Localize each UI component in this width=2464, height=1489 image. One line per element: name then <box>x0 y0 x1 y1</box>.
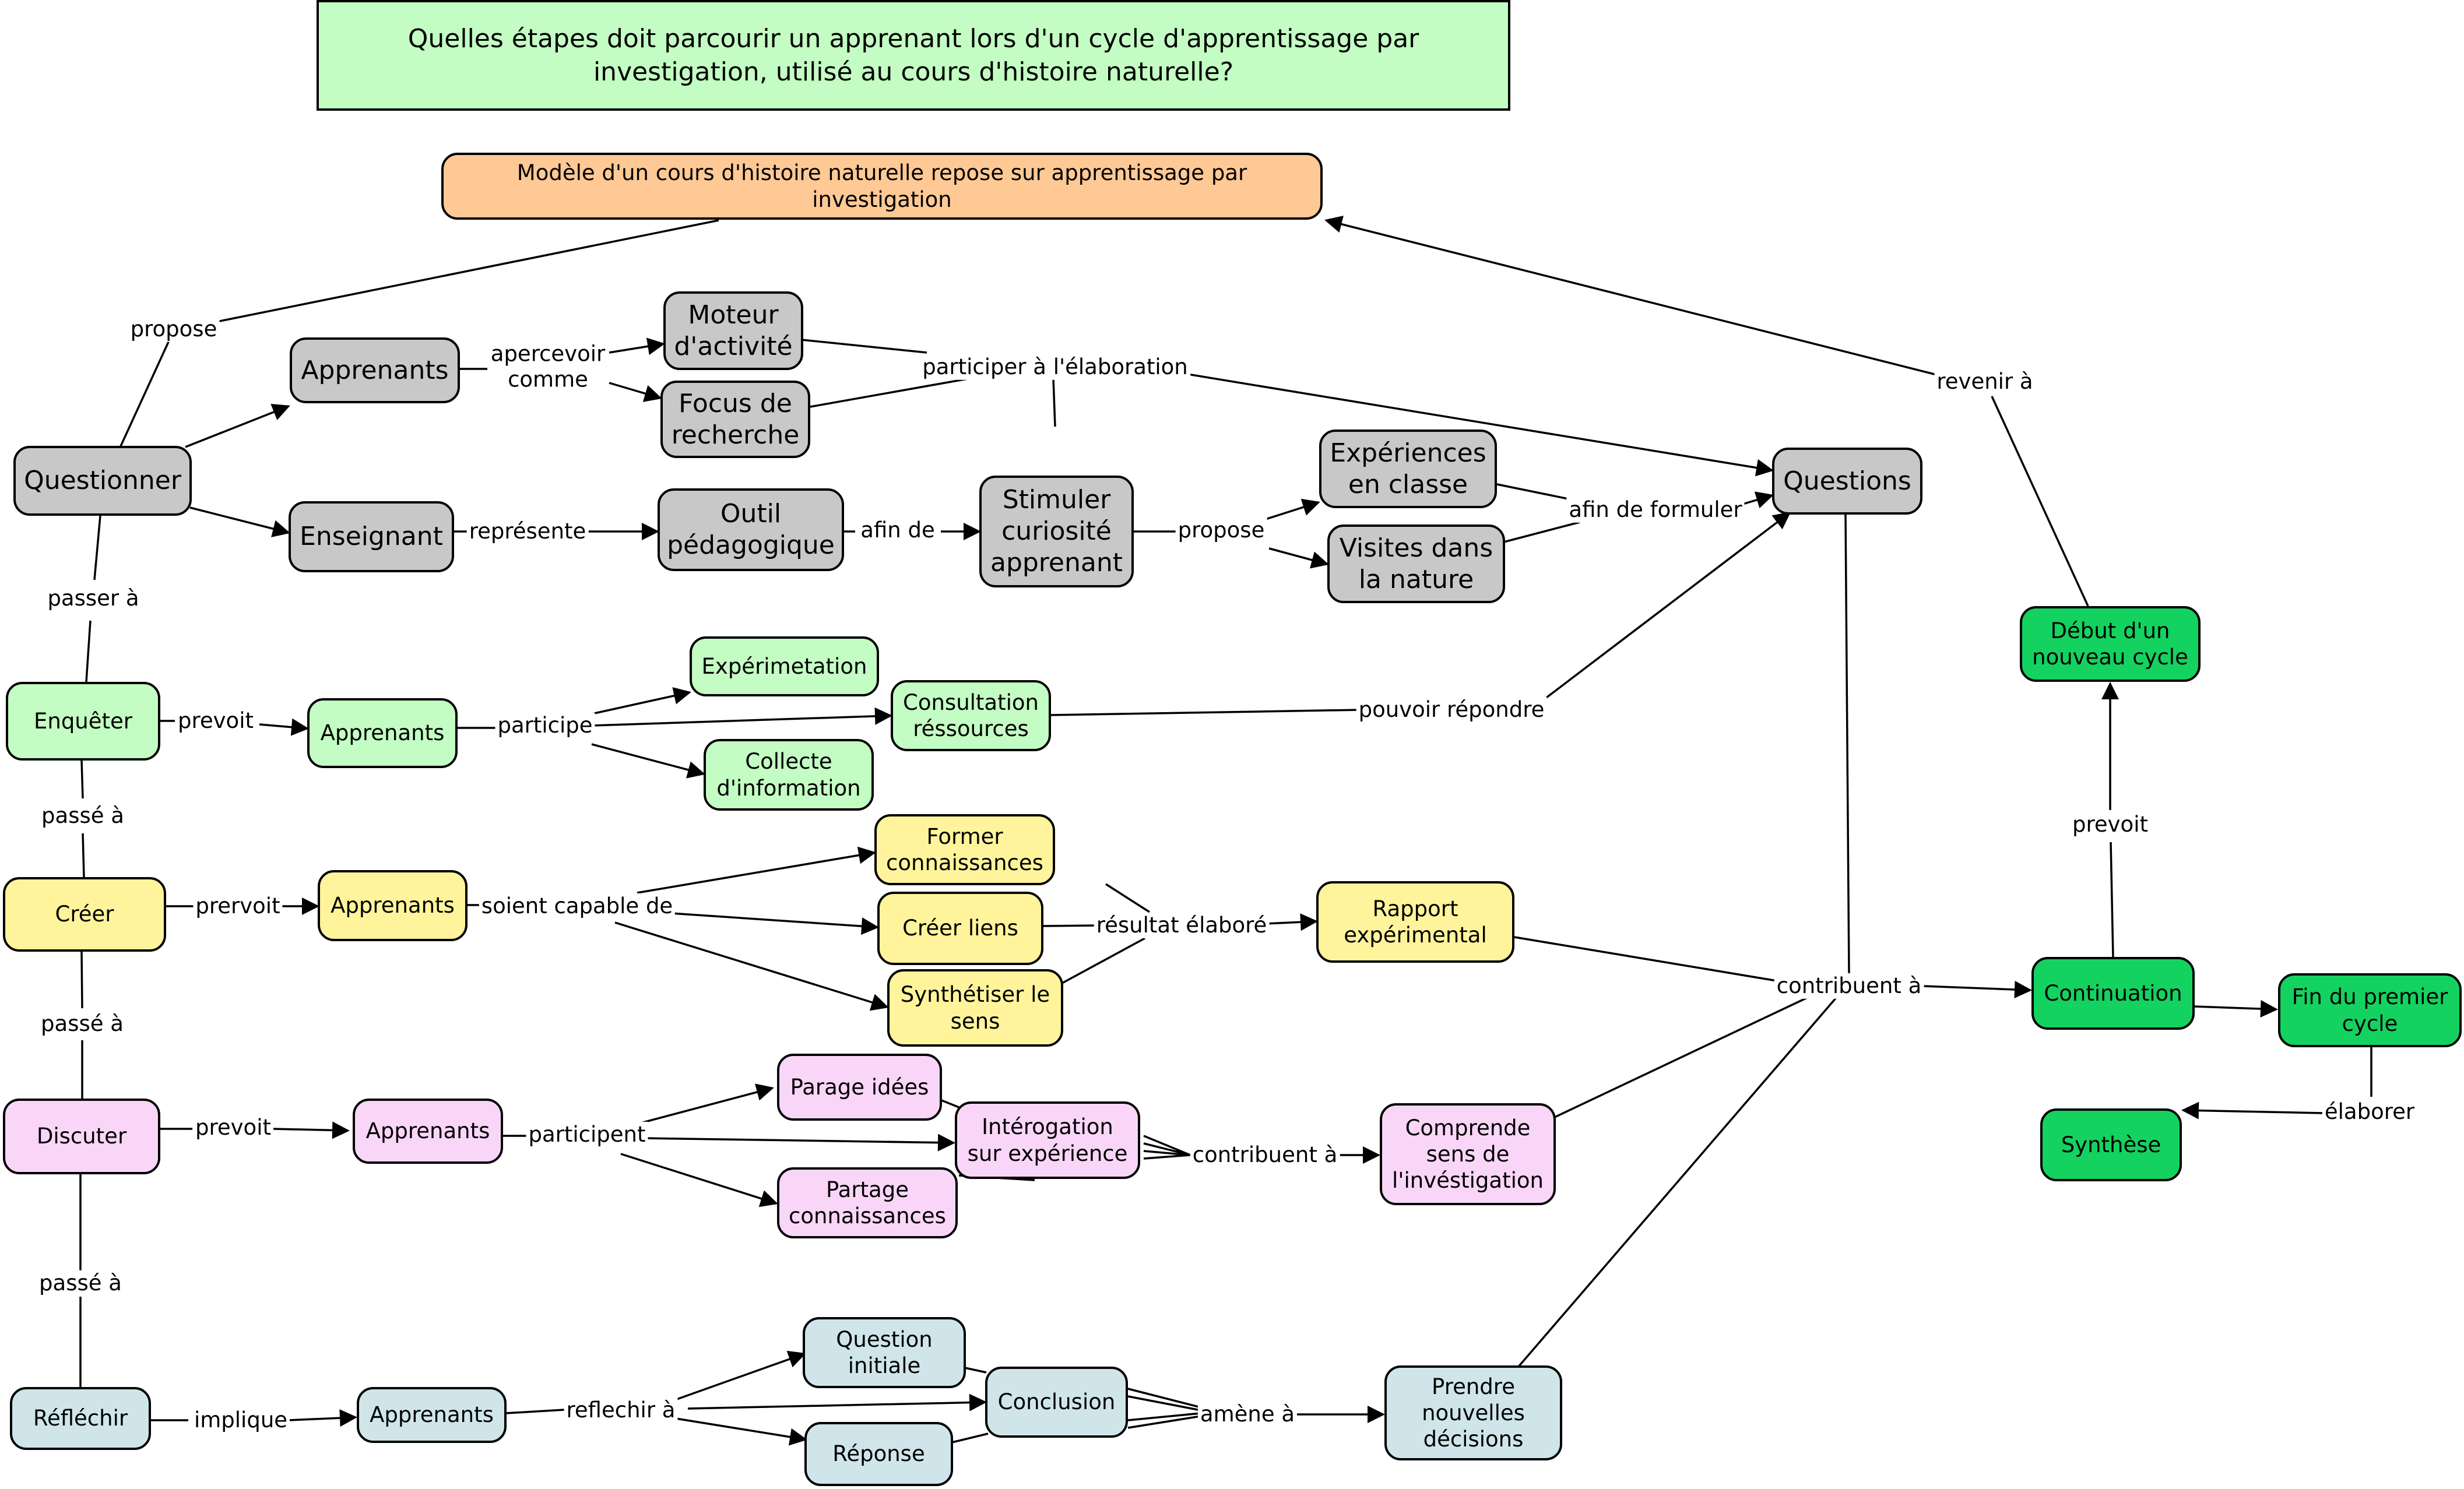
node-apprenants-enqueter: Apprenants <box>307 698 458 768</box>
node-apprenants-questionner: Apprenants <box>290 337 460 403</box>
node-questionner: Questionner <box>13 446 192 516</box>
label-contribuent-a: contribuent à <box>1774 973 1924 999</box>
label-resultat-elabore: résultat élaboré <box>1094 912 1270 939</box>
node-enqueter: Enquêter <box>6 682 160 761</box>
node-consultation: Consultation réssources <box>891 680 1051 751</box>
label-passe-a-2: passé à <box>38 1011 126 1037</box>
label-represente: représente <box>466 518 589 545</box>
node-parage: Parage idées <box>777 1054 942 1121</box>
label-prevoit-discuter: prevoit <box>193 1114 273 1141</box>
label-elaborer: élaborer <box>2322 1099 2417 1125</box>
node-stimuler: Stimuler curiosité apprenant <box>979 476 1134 587</box>
label-participe: participe <box>495 712 595 739</box>
label-prevoit-cycle: prevoit <box>2070 811 2150 838</box>
node-outil: Outil pédagogique <box>658 488 844 571</box>
node-creer-liens: Créer liens <box>877 892 1043 965</box>
node-visites: Visites dans la nature <box>1327 525 1505 603</box>
node-focus: Focus de recherche <box>660 381 810 458</box>
label-amene-a: amène à <box>1197 1401 1298 1428</box>
label-passe-a-1: passé à <box>39 802 126 829</box>
node-conclusion: Conclusion <box>985 1367 1128 1438</box>
node-rapport: Rapport expérimental <box>1316 881 1514 963</box>
node-partage: Partage connaissances <box>777 1167 958 1238</box>
node-experiences: Expériences en classe <box>1319 430 1497 508</box>
node-reponse: Réponse <box>804 1422 953 1486</box>
node-creer: Créer <box>3 877 166 952</box>
node-discuter: Discuter <box>3 1099 160 1174</box>
node-experimetation: Expérimetation <box>690 636 879 696</box>
node-former: Former connaissances <box>874 814 1055 885</box>
node-interogation: Intérogation sur expérience <box>955 1101 1140 1179</box>
label-participer: participer à l'élaboration <box>920 354 1190 381</box>
node-synthetiser: Synthétiser le sens <box>887 969 1063 1047</box>
node-questions: Questions <box>1772 448 1922 515</box>
label-passe-a-3: passé à <box>37 1270 124 1297</box>
node-apprenants-reflechir: Apprenants <box>357 1387 507 1443</box>
label-afin-de: afin de <box>858 517 937 544</box>
node-comprende: Comprende sens de l'invéstigation <box>1380 1103 1556 1205</box>
node-apprenants-creer: Apprenants <box>318 870 468 941</box>
label-implique: implique <box>191 1407 290 1434</box>
label-afin-de-formuler: afin de formuler <box>1566 497 1745 523</box>
label-revenir-a: revenir à <box>1934 368 2036 395</box>
label-prevoit-enqueter: prevoit <box>175 707 256 734</box>
node-apprenants-discuter: Apprenants <box>353 1099 503 1164</box>
node-synthese: Synthèse <box>2040 1108 2182 1181</box>
label-propose: propose <box>128 316 220 343</box>
node-question-initiale: Question initiale <box>803 1317 966 1388</box>
node-continuation: Continuation <box>2031 957 2195 1030</box>
label-participent: participent <box>526 1121 648 1148</box>
label-reflechir-a: reflechir à <box>564 1397 678 1424</box>
label-contribuent-discuter: contribuent à <box>1190 1142 1340 1168</box>
label-passer-a: passer à <box>45 585 142 612</box>
focus-question: Quelles étapes doit parcourir un apprena… <box>317 0 1510 111</box>
label-prervoit: prervoit <box>193 893 283 920</box>
node-fin: Fin du premier cycle <box>2278 973 2462 1047</box>
label-apercevoir: apercevoir comme <box>487 341 609 393</box>
node-enseignant: Enseignant <box>289 501 454 572</box>
label-propose-2: propose <box>1175 517 1267 544</box>
node-moteur: Moteur d'activité <box>663 291 803 370</box>
node-prendre: Prendre nouvelles décisions <box>1384 1365 1562 1460</box>
label-pouvoir-repondre: pouvoir répondre <box>1356 696 1547 723</box>
node-collecte: Collecte d'information <box>704 739 874 811</box>
node-reflechir: Réfléchir <box>10 1387 151 1450</box>
node-debut: Début d'un nouveau cycle <box>2020 606 2201 682</box>
label-soient-capable: soient capable de <box>479 893 676 920</box>
model-node: Modèle d'un cours d'histoire naturelle r… <box>441 153 1323 220</box>
